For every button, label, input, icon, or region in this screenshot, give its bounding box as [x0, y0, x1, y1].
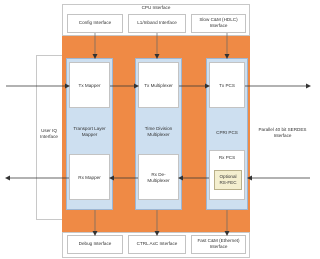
config-interface-box — [67, 14, 123, 33]
config-interface-label: Config Interface — [78, 20, 112, 25]
time-division-multiplexer-label-line2: Multiplexer — [147, 132, 170, 137]
serdes-interface-label-line1: Parallel 40 bit SERDES — [258, 127, 307, 132]
user-iq-interface-label-line2: Interface — [40, 134, 58, 139]
fast-cm-interface-box — [191, 235, 246, 254]
rs-fec-label-line2: RS-FEC — [219, 180, 237, 185]
rx-pcs-label: Rx PCS — [218, 155, 236, 160]
debug-interface-label: Debug Interface — [78, 241, 112, 246]
l1-inband-interface-label: L1/Inband Interface — [137, 20, 177, 25]
cpu-interface-label: CPU Interface — [141, 5, 171, 10]
tx-mapper-label: Tx Mapper — [78, 83, 101, 88]
rs-fec-label-line1: Optional — [219, 174, 237, 179]
slow-cm-interface-label-line1: Slow C&M (HDLC) — [199, 17, 238, 22]
tx-mapper-box — [69, 62, 110, 108]
serdes-interface-label-line2: Interface — [273, 133, 292, 138]
tx-pcs-label: Tx PCS — [219, 83, 235, 88]
tx-multiplexer-label: Tx Multiplexer — [144, 83, 173, 88]
fast-cm-interface-label-line2: Interface — [209, 244, 228, 249]
left-interface-panel — [36, 55, 62, 220]
time-division-multiplexer-label-line1: Time Division — [144, 126, 173, 131]
rx-demultiplexer-label-line2: Multiplexer — [147, 178, 170, 183]
user-iq-interface-label-line1: User IQ — [41, 128, 57, 133]
fast-cm-interface-label-line1: Fast C&M (Ethernet) — [197, 238, 240, 243]
rx-mapper-box — [69, 154, 110, 200]
cpri-pcs-label: CPRI PCS — [216, 130, 238, 135]
l1-inband-interface-box — [128, 14, 186, 33]
slow-cm-interface-box — [191, 14, 246, 33]
transport-layer-mapper-label-line1: Transport Layer — [73, 126, 106, 131]
rx-demultiplexer-label-line1: Rx De- — [151, 172, 166, 177]
ctrl-axc-interface-label: CTRL AxC Interface — [136, 241, 178, 246]
transport-layer-mapper-label-line2: Mapper — [81, 132, 98, 137]
rx-mapper-label: Rx Mapper — [78, 175, 101, 180]
slow-cm-interface-label-line2: Interface — [209, 23, 228, 28]
rs-fec-box — [214, 170, 242, 190]
